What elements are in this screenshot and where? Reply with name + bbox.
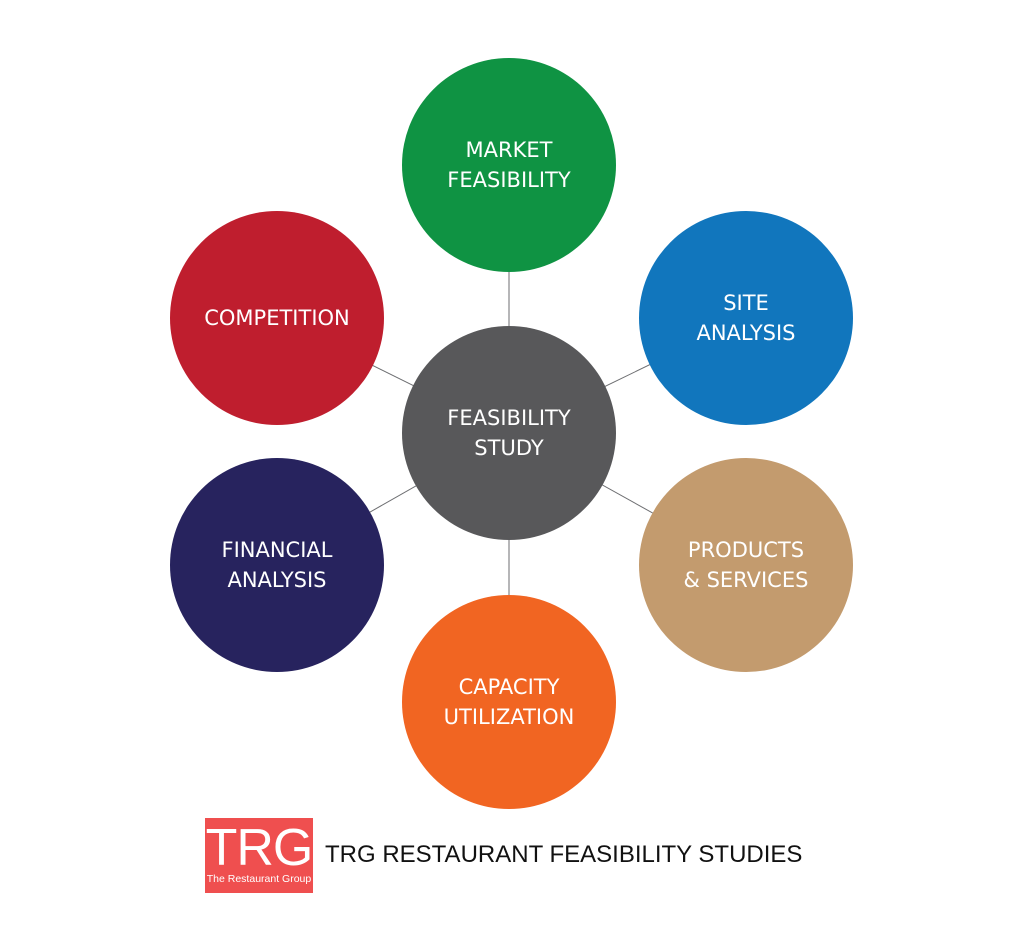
node-market-feasibility-label-line-2: FEASIBILITY	[447, 168, 571, 192]
node-competition-circle	[170, 211, 384, 425]
node-financial-analysis-label-line-2: ANALYSIS	[227, 568, 326, 592]
node-financial-analysis-circle	[170, 458, 384, 672]
node-feasibility-study-label-line-1: FEASIBILITY	[447, 406, 571, 430]
logo-mark: TRG	[205, 819, 314, 877]
node-products-services-circle	[639, 458, 853, 672]
node-market-feasibility-circle	[402, 58, 616, 272]
trg-logo: TRG The Restaurant Group	[205, 818, 313, 893]
node-capacity-utilization-label-line-2: UTILIZATION	[444, 705, 575, 729]
node-site-analysis-circle	[639, 211, 853, 425]
node-site-analysis-label-line-1: SITE	[723, 291, 769, 315]
diagram-nodes: FEASIBILITY STUDY MARKET FEASIBILITY SITE ANA…	[170, 58, 853, 809]
node-feasibility-study-label-line-2: STUDY	[474, 436, 544, 460]
node-market-feasibility: MARKET FEASIBILITY	[402, 58, 616, 272]
node-financial-analysis: FINANCIAL ANALYSIS	[170, 458, 384, 672]
node-site-analysis: SITE ANALYSIS	[639, 211, 853, 425]
node-products-services-label-line-2: & SERVICES	[684, 568, 809, 592]
node-site-analysis-label-line-2: ANALYSIS	[696, 321, 795, 345]
node-feasibility-study: FEASIBILITY STUDY	[402, 326, 616, 540]
node-products-services-label-line-1: PRODUCTS	[688, 538, 804, 562]
node-competition: COMPETITION	[170, 211, 384, 425]
node-capacity-utilization-label-line-1: CAPACITY	[459, 675, 560, 699]
node-financial-analysis-label-line-1: FINANCIAL	[222, 538, 333, 562]
node-capacity-utilization: CAPACITY UTILIZATION	[402, 595, 616, 809]
node-products-services: PRODUCTS & SERVICES	[639, 458, 853, 672]
node-capacity-utilization-circle	[402, 595, 616, 809]
footer-title: TRG RESTAURANT FEASIBILITY STUDIES	[325, 841, 803, 868]
node-competition-label-line-1: COMPETITION	[204, 306, 350, 330]
node-feasibility-study-circle	[402, 326, 616, 540]
node-market-feasibility-label-line-1: MARKET	[466, 138, 553, 162]
logo-subtitle: The Restaurant Group	[206, 873, 312, 885]
